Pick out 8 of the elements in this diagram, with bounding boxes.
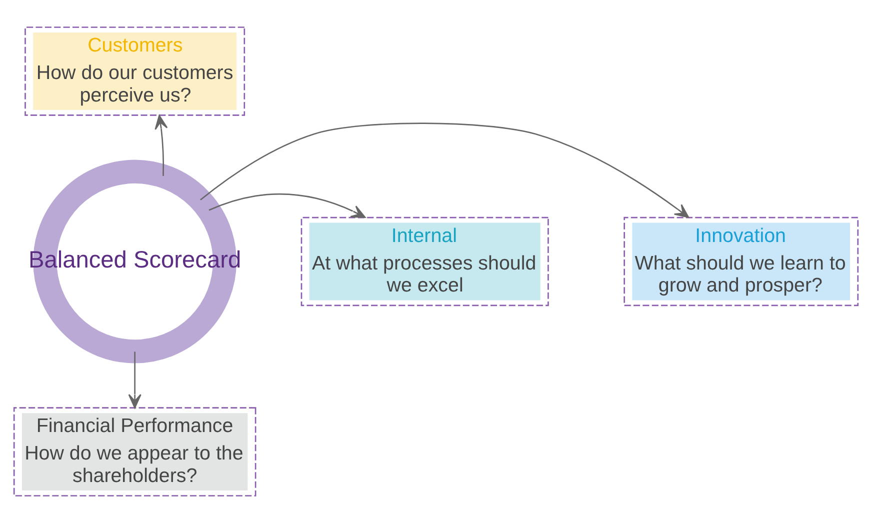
arrow bbox=[200, 122, 690, 218]
node-box: Internal At what processes should we excel bbox=[300, 216, 549, 306]
arrow bbox=[208, 193, 366, 218]
node-box: Innovation What should we learn to grow and prosper? bbox=[624, 216, 859, 306]
node-box: Financial Performance How do we appear to the shareholders? bbox=[13, 407, 256, 496]
node-box: Customers How do our customers perceive us? bbox=[24, 26, 246, 116]
arrow bbox=[154, 114, 168, 176]
arrow bbox=[128, 352, 142, 408]
